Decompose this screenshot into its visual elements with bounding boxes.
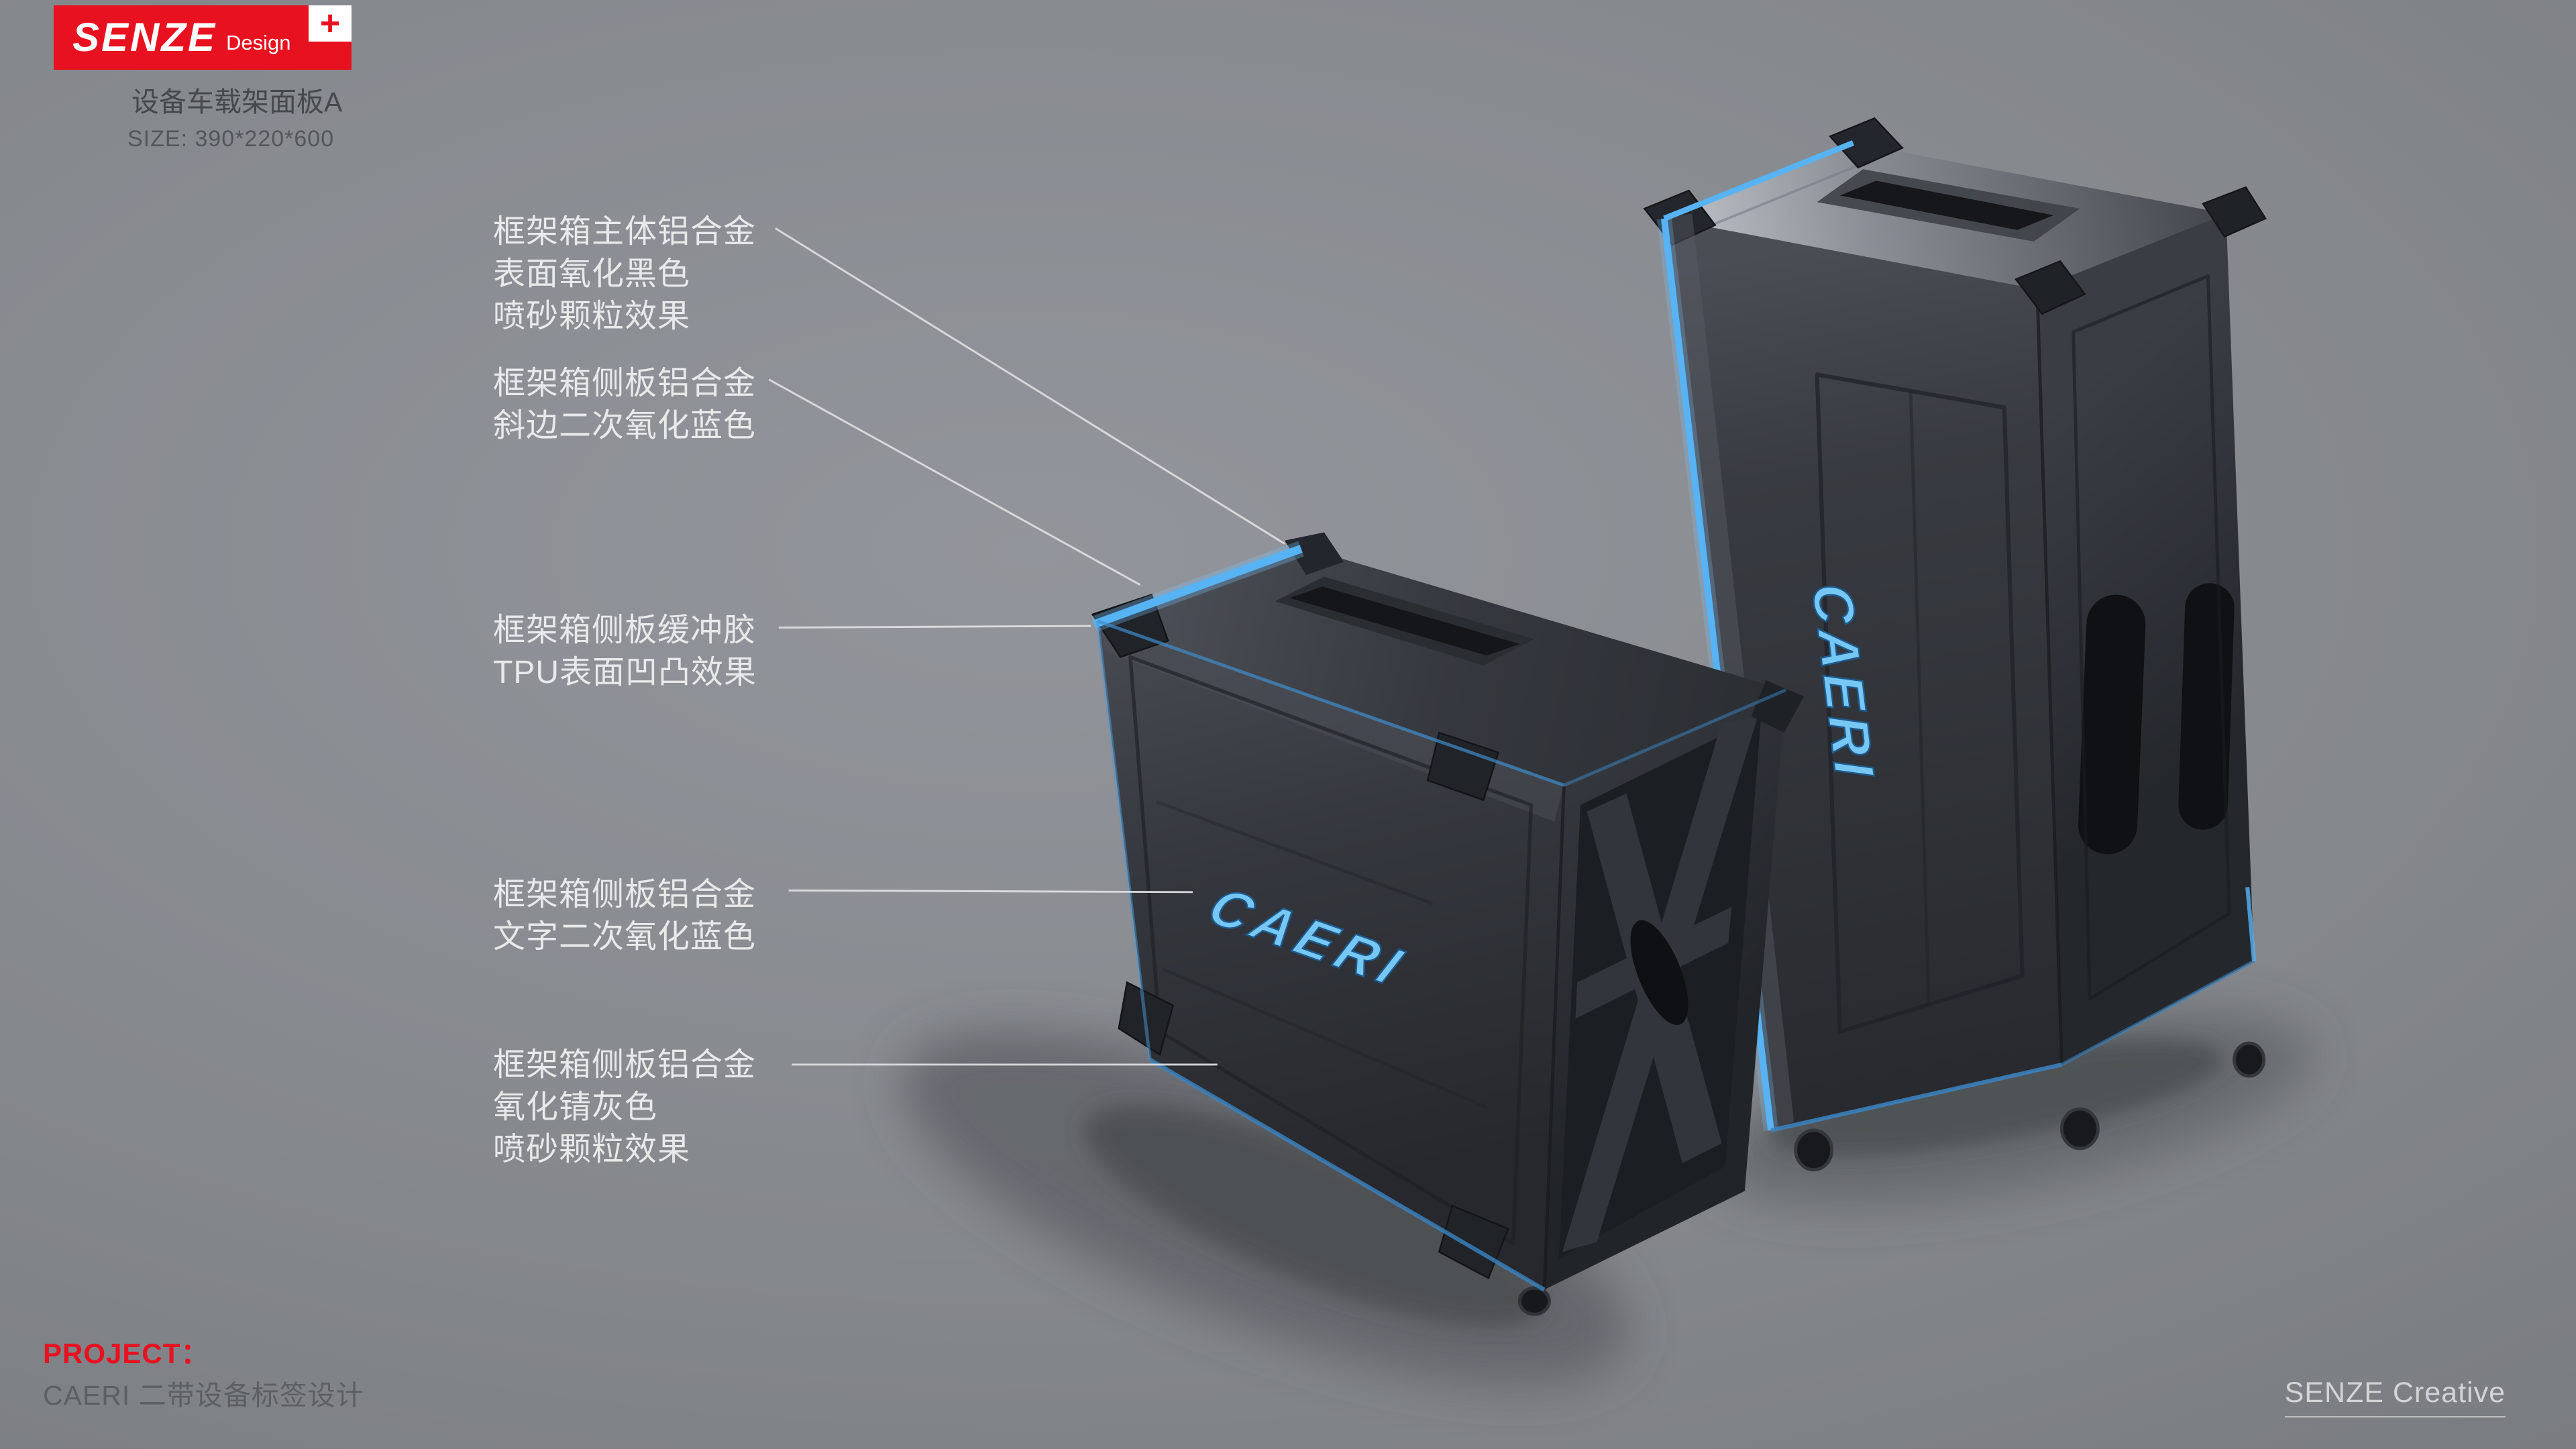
annotation-line: 文字二次氧化蓝色	[493, 919, 757, 955]
logo-suffix-text: Design	[226, 30, 291, 54]
plus-glyph: +	[319, 4, 341, 43]
front-blue-edges	[1091, 541, 1787, 1292]
annotation-main-body: 框架箱主体铝合金 表面氧化黑色 喷砂颗粒效果	[493, 211, 756, 337]
annotation-line: 氧化锖灰色	[493, 1089, 658, 1125]
project-name: CAERI 二带设备标签设计	[43, 1380, 364, 1411]
rear-side-face	[2037, 213, 2254, 1065]
annotation-line: 框架箱侧板缓冲胶	[493, 612, 757, 648]
rear-side-slots	[2072, 274, 2235, 1001]
page-title: 设备车载架面板A	[131, 87, 343, 117]
annotation-line: 框架箱主体铝合金	[493, 214, 757, 250]
size-spec: SIZE: 390*220*600	[127, 126, 335, 152]
annotation-line: 框架箱侧板铝合金	[493, 366, 757, 401]
annotation-text-blue: 框架箱侧板铝合金 文字二次氧化蓝色	[493, 873, 756, 958]
leader-line-main-body	[775, 227, 1285, 545]
annotation-line: 框架箱侧板铝合金	[493, 1047, 757, 1083]
annotation-tpu-bumper: 框架箱侧板缓冲胶 TPU表面凹凸效果	[493, 609, 757, 694]
project-label: PROJECT：	[43, 1338, 210, 1369]
annotation-line: 表面氧化黑色	[493, 256, 691, 292]
annotation-line: 喷砂颗粒效果	[493, 1132, 691, 1167]
rear-corner-bumpers	[1643, 117, 2267, 315]
front-side-lattice	[1559, 716, 1762, 1258]
annotation-line: 框架箱侧板铝合金	[493, 877, 757, 912]
leader-lines	[768, 227, 1285, 1066]
annotation-line: TPU表面凹凸效果	[493, 655, 757, 690]
annotation-line: 喷砂颗粒效果	[493, 299, 691, 334]
annotation-bevel-blue: 框架箱侧板铝合金 斜边二次氧化蓝色	[493, 362, 756, 447]
leader-line-text-blue	[788, 889, 1193, 894]
ground-shadows	[902, 1012, 2312, 1385]
credit-text: SENZE Creative	[2284, 1377, 2506, 1417]
front-corner-bumpers	[1091, 593, 1509, 1280]
logo-plus-icon: +	[309, 5, 352, 42]
rear-handle-slot	[1839, 180, 2054, 230]
front-top-face	[1097, 547, 1786, 786]
front-handle-slot	[1289, 586, 1520, 656]
annotation-line: 斜边二次氧化蓝色	[493, 408, 757, 443]
leader-line-tpu-bumper	[778, 625, 1091, 629]
leader-line-bevel-blue	[768, 378, 1141, 586]
senze-logo-badge: SENZE Design +	[54, 5, 352, 70]
case-front-lying: CAERI	[1091, 532, 1804, 1316]
rear-wheels	[1794, 1041, 2266, 1172]
annotation-gray-panel: 框架箱侧板铝合金 氧化锖灰色 喷砂颗粒效果	[493, 1044, 756, 1171]
logo-brand-text: SENZE	[72, 15, 217, 60]
